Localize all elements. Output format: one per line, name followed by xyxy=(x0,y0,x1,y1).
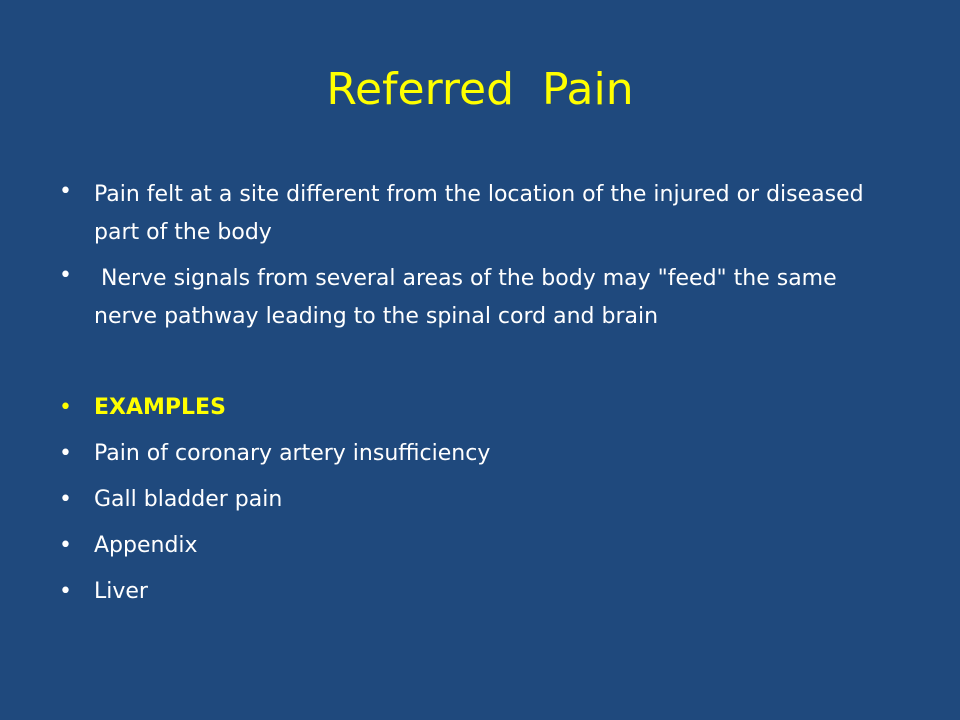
bullet-symbol: • xyxy=(59,395,72,420)
slide-title: Referred Pain xyxy=(326,64,634,115)
bullet-text-5: Gall bladder pain xyxy=(94,487,283,512)
bullet-text-1: Pain felt at a site different from the l… xyxy=(94,182,871,245)
bullet-symbol: • xyxy=(59,487,72,512)
bullet-symbol: • xyxy=(59,263,72,288)
bullet-text-4: Pain of coronary artery insufficiency xyxy=(94,441,491,466)
bullet-text-6: Appendix xyxy=(94,533,198,558)
bullet-text-examples: EXAMPLES xyxy=(94,395,226,420)
bullet-symbol: • xyxy=(59,579,72,604)
bullet-symbol: • xyxy=(59,179,72,204)
bullet-symbol: • xyxy=(59,441,72,466)
bullet-symbol: • xyxy=(59,533,72,558)
bullet-text-2: Nerve signals from several areas of the … xyxy=(94,266,844,329)
bullet-text-7: Liver xyxy=(94,579,148,604)
